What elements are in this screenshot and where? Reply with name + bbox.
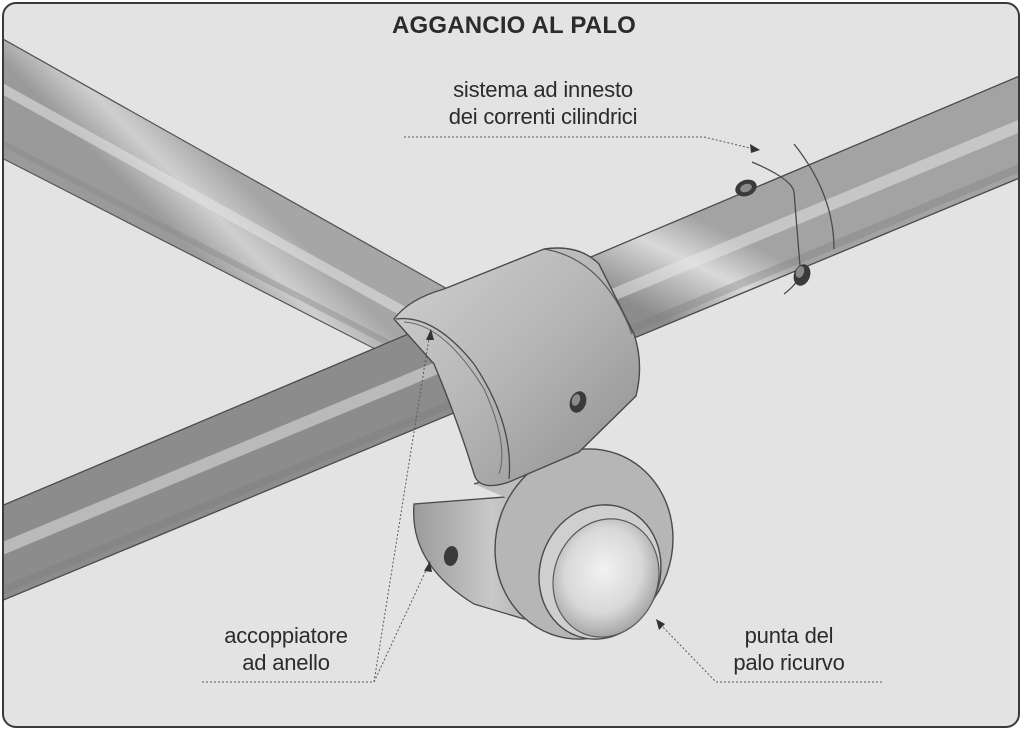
label-coupler-line-1: accoppiatore xyxy=(224,623,348,648)
label-innesto-line-2: dei correnti cilindrici xyxy=(448,104,638,129)
ring-coupler xyxy=(393,247,641,487)
label-pole-line-1: punta del xyxy=(744,623,834,648)
leader-line-coupler-2 xyxy=(373,563,430,683)
leader-line-pole-tip xyxy=(657,621,882,683)
label-pole-tip: punta del palo ricurvo xyxy=(704,622,874,676)
leader-lines xyxy=(202,136,882,683)
label-innesto-system: sistema ad innesto dei correnti cilindri… xyxy=(408,76,678,130)
label-ring-coupler: accoppiatore ad anello xyxy=(202,622,370,676)
curved-pole-tip xyxy=(413,448,674,640)
diagram-title: AGGANCIO AL PALO xyxy=(391,12,637,39)
leader-line-innesto xyxy=(404,136,759,151)
pipe-illustration xyxy=(4,38,1018,683)
label-pole-line-2: palo ricurvo xyxy=(733,650,845,675)
label-coupler-line-2: ad anello xyxy=(242,650,330,675)
leader-arrowheads xyxy=(424,144,760,630)
label-innesto-line-1: sistema ad innesto xyxy=(453,77,633,102)
back-diagonal-tube xyxy=(4,38,475,375)
